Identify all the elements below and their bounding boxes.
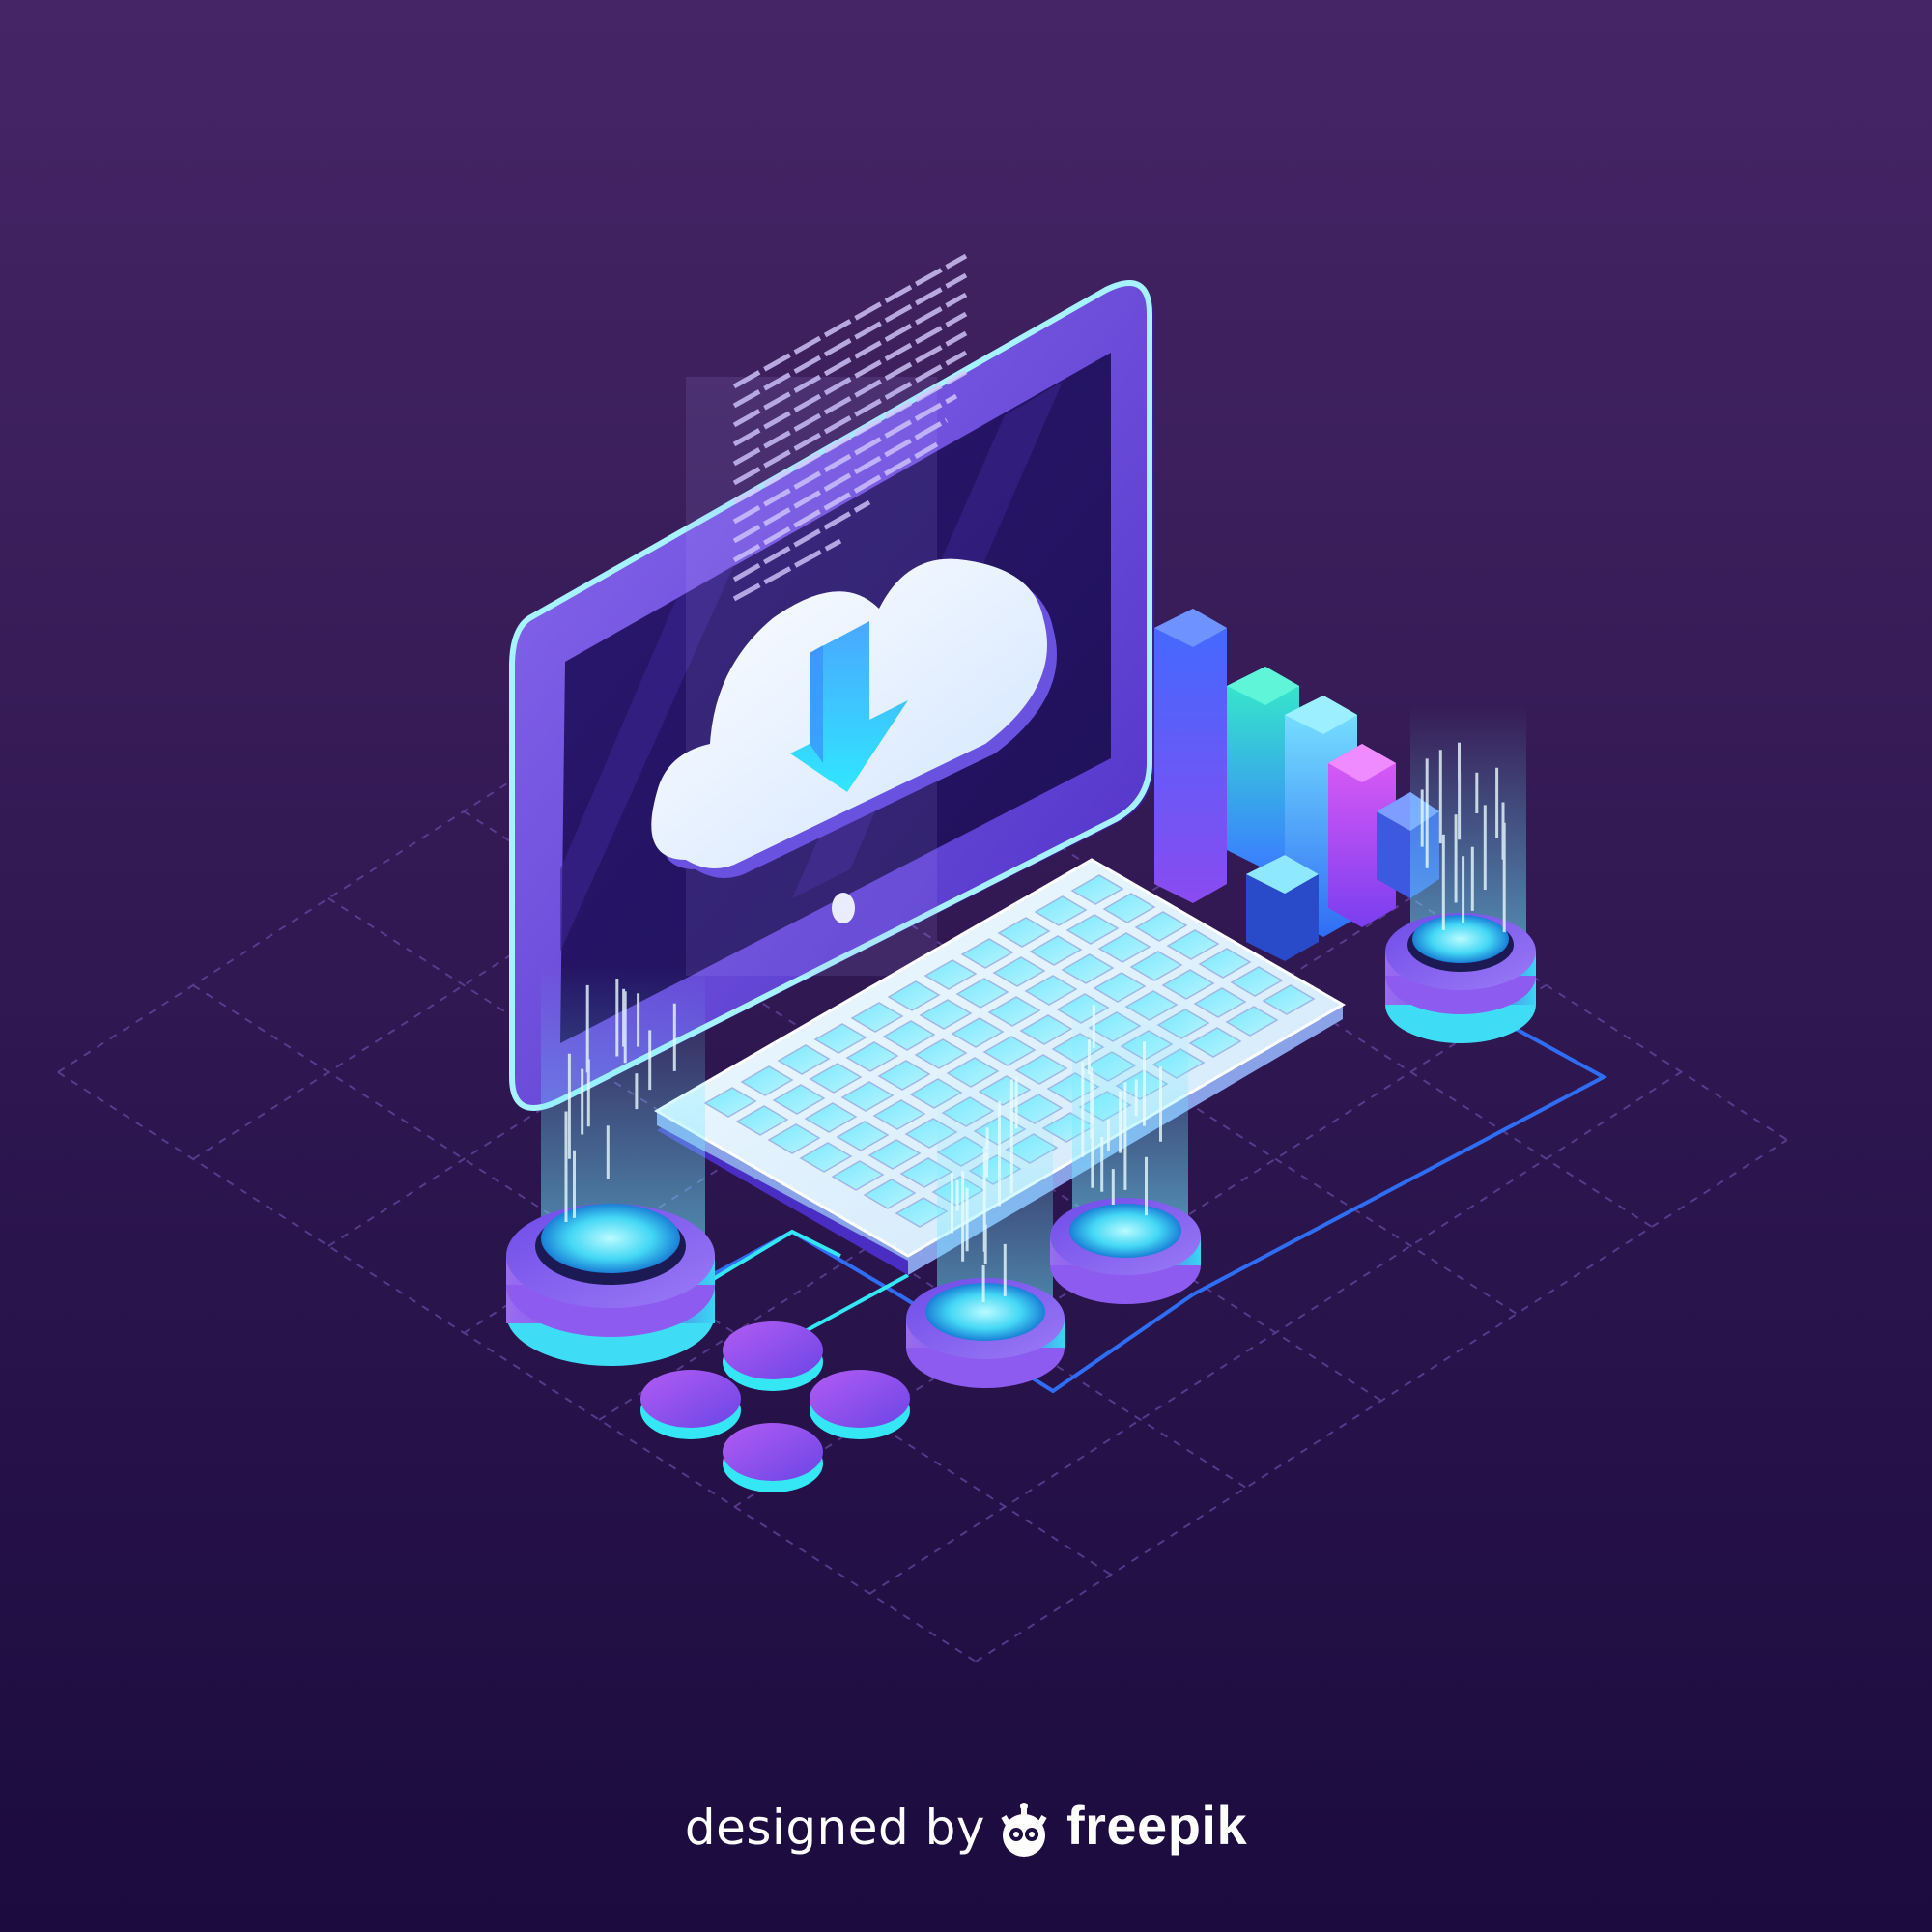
keyboard-key: [1129, 951, 1183, 981]
keyboard-key: [1262, 984, 1316, 1015]
keyboard-key: [914, 1038, 968, 1069]
keyboard-key: [1097, 932, 1151, 963]
keyboard-key: [772, 1084, 826, 1115]
keyboard-key: [735, 1105, 789, 1136]
keyboard-key: [777, 1044, 831, 1075]
round-button-right: [810, 1370, 910, 1439]
round-button-bottom: [723, 1423, 823, 1492]
keyboard-key: [1188, 1027, 1242, 1058]
keyboard-key: [836, 1121, 890, 1151]
keyboard-key: [872, 1099, 926, 1130]
keyboard-key: [1230, 966, 1284, 997]
keyboard-key: [703, 1087, 757, 1118]
freepik-logo-icon: [1001, 1802, 1047, 1857]
keyboard-key: [919, 999, 973, 1030]
round-button-top: [723, 1321, 823, 1391]
power-button-icon: [832, 893, 855, 923]
keyboard-key: [1193, 987, 1247, 1018]
disc-stand-center: [906, 1072, 1065, 1388]
round-buttons: [640, 1321, 910, 1492]
keyboard-key: [813, 1023, 867, 1054]
document-lines: [732, 253, 968, 602]
keyboard-key: [882, 1020, 936, 1051]
circuit-lines: [675, 1003, 1608, 1394]
keyboard-key: [1102, 893, 1156, 923]
keyboard-key: [951, 1017, 1005, 1048]
keyboard-key: [1065, 914, 1120, 945]
keyboard-key: [923, 959, 978, 990]
keyboard-key: [867, 1139, 922, 1170]
keyboard-key: [1070, 874, 1124, 905]
keyboard-key: [850, 1002, 904, 1033]
keyboard-key: [1198, 948, 1252, 979]
cloud-download-icon: [651, 558, 1057, 878]
keyboard-key: [1019, 1014, 1073, 1045]
keyboard-key: [982, 1036, 1037, 1066]
keyboard-key: [1134, 911, 1188, 942]
keyboard-key: [1166, 929, 1220, 960]
keyboard-key: [987, 996, 1041, 1027]
disc-stand-right: [1385, 705, 1536, 1043]
keyboard-key: [1029, 935, 1083, 966]
keyboard-key: [804, 1102, 858, 1133]
keyboard-key: [845, 1041, 899, 1072]
keyboard-key: [799, 1142, 853, 1173]
credit-line: designed by freepik: [0, 1797, 1932, 1861]
keyboard-key: [831, 1160, 885, 1191]
keyboard-key: [955, 978, 1009, 1009]
keyboard-key: [887, 980, 941, 1011]
keyboard-key: [1034, 895, 1088, 926]
keyboard-key: [740, 1065, 794, 1096]
credit-prefix: designed by: [684, 1800, 985, 1856]
keyboard-key: [992, 956, 1046, 987]
keyboard-key: [863, 1179, 917, 1209]
keyboard-key: [1225, 1006, 1279, 1037]
keyboard-key: [767, 1123, 821, 1154]
data-stream-lines: [564, 742, 1506, 1303]
keyboard-key: [960, 938, 1014, 969]
keyboard-key: [877, 1060, 931, 1091]
keyboard-key: [997, 917, 1051, 948]
credit-brand: freepik: [1065, 1795, 1248, 1856]
keyboard-key: [840, 1081, 895, 1112]
keyboard-key: [1061, 953, 1115, 984]
round-button-left: [640, 1370, 741, 1439]
keyboard-key: [809, 1063, 863, 1094]
